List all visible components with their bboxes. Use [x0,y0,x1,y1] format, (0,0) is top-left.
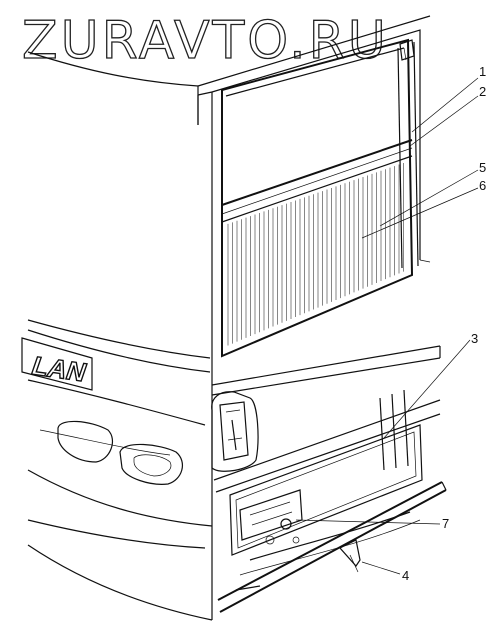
callouts: 1 2 3 4 5 6 7 [402,64,486,583]
callout-4: 4 [402,568,409,583]
upper-window [221,38,419,358]
callout-3: 3 [471,331,478,346]
logo-text: LAN [30,350,88,387]
leader-lines [295,77,479,575]
callout-7: 7 [442,516,449,531]
headlight [57,420,184,485]
door-handle [211,391,259,472]
callout-6: 6 [479,178,486,193]
callout-5: 5 [479,160,486,175]
watermark-text: ZURAVTO.RU [22,11,389,71]
callout-1: 1 [479,64,486,79]
vehicle-body [27,15,431,621]
sunshade-louver [227,162,404,346]
lower-hatch [211,345,447,613]
logo-badge: LAN [21,337,93,391]
door-panel [197,29,431,620]
callout-2: 2 [479,84,486,99]
